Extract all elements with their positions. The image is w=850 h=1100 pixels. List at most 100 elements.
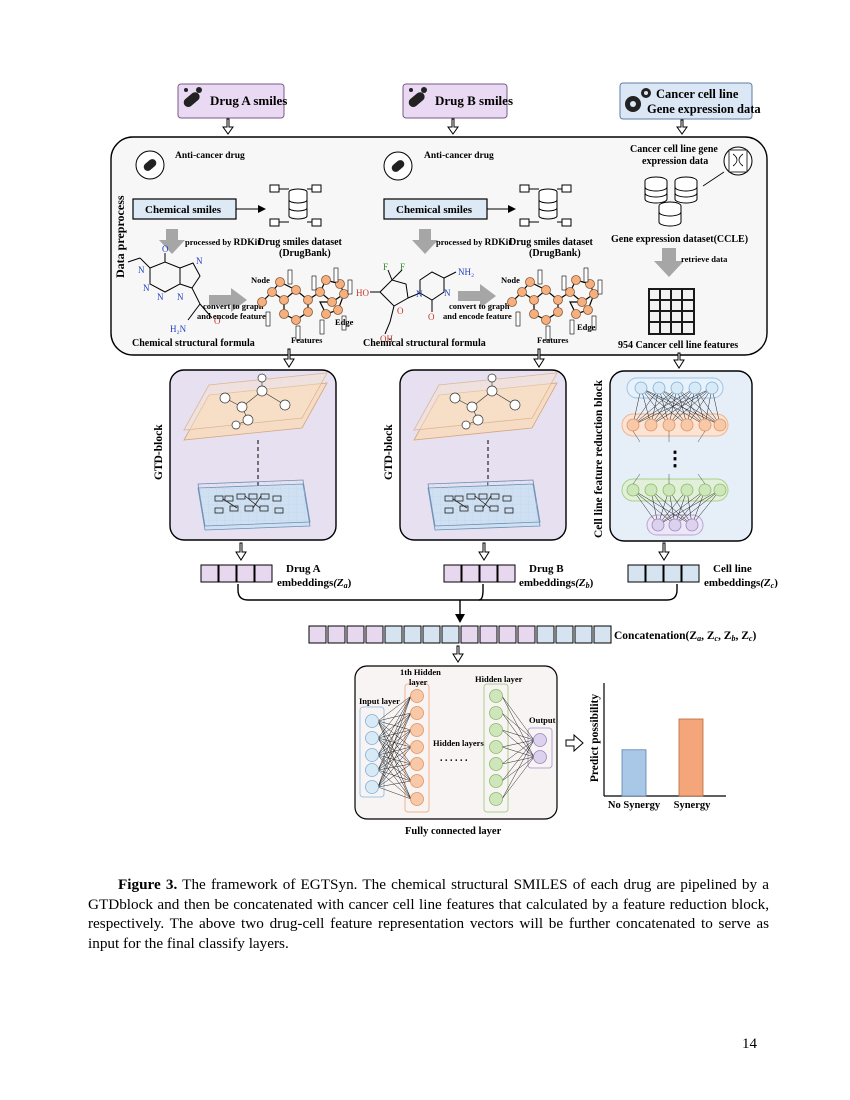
cell-reduction-label: Cell line feature reduction block (593, 379, 605, 538)
cell-gene-label-2: expression data (642, 156, 708, 167)
atom-label: O (397, 306, 404, 316)
concatenation-label: Concatenation(Za, Zc, Zb, Zc) (614, 630, 756, 643)
database-icon (269, 184, 322, 227)
connection-line (501, 729, 535, 741)
connection-line (377, 695, 412, 722)
drug-a-input: Drug A smiles (177, 83, 287, 119)
cell-features-label: 954 Cancer cell line features (618, 340, 738, 351)
atom-label: O (214, 316, 221, 326)
atom-label: N (416, 289, 423, 299)
hidden-dots: . . . . . . (440, 753, 468, 764)
cell-gene-label-1: Cancer cell line gene (630, 144, 718, 155)
caption-label: Figure 3. (118, 876, 178, 894)
atom-label: N (196, 256, 203, 266)
connection-line (377, 729, 412, 788)
convert-label-2: and encode feature (197, 311, 266, 321)
connection-line (501, 739, 535, 800)
molecule-a (127, 253, 213, 321)
anti-cancer-drug-label: Anti-cancer drug (175, 151, 245, 161)
atom-label: O (162, 244, 169, 254)
connection-line (377, 712, 412, 756)
cell-line-preprocess: Cancer cell line gene expression data Ge… (611, 144, 753, 351)
framework-figure: Drug A smiles Drug B smiles Cancer cell … (110, 82, 778, 837)
atom-label: F (400, 262, 405, 272)
molecular-graph-a (257, 267, 353, 341)
drug-a-preprocess: Anti-cancer drug Chemical smiles Drug sm… (127, 150, 354, 349)
atom-label: F (383, 262, 388, 272)
processed-by-label: processed by RDKit (436, 237, 512, 248)
atom-label: O (428, 312, 435, 322)
connection-line (501, 756, 535, 782)
drug-b-input: Drug B smiles (402, 83, 513, 119)
down-arrow-icon (235, 542, 670, 561)
right-arrow-icon (565, 733, 584, 753)
drug-dataset-label-1: Drug smiles dataset (258, 237, 343, 248)
connection-line (377, 695, 412, 756)
cell-line-input: Cancer cell line Gene expression data (619, 82, 761, 120)
drug-a-embedding: Drug A embeddings(Za) (200, 563, 352, 590)
caption-text: The framework of EGTSyn. The chemical st… (88, 876, 769, 952)
connection-line (377, 754, 412, 765)
atom-label: OH (380, 334, 393, 344)
connection-line (501, 695, 535, 741)
drug-b-preprocess: Anti-cancer drug Chemical smiles Drug sm… (356, 151, 603, 349)
dna-icon (702, 146, 753, 187)
atom-label: HO (356, 288, 369, 298)
atom-label: N (138, 265, 145, 275)
edge-label: Edge (335, 317, 354, 327)
drug-a-embedding-sub: embeddings(Za) (277, 577, 352, 590)
connection-line (501, 756, 535, 800)
drug-b-embedding-title: Drug B (529, 563, 564, 575)
drug-a-embedding-title: Drug A (286, 563, 321, 575)
connection-line (377, 695, 412, 771)
database-stack-icon (644, 176, 698, 227)
drug-dataset-label-2: (DrugBank) (529, 248, 581, 259)
drug-icon (383, 151, 413, 181)
bar-synergy (678, 718, 704, 797)
drug-b-embedding-sub: embeddings(Zb) (519, 577, 594, 590)
convert-label-1: convert to graph (449, 301, 510, 311)
virus-icon (625, 88, 651, 112)
connection-line (377, 763, 412, 788)
drug-dataset-label-2: (DrugBank) (279, 248, 331, 259)
fully-connected-title: Fully connected layer (405, 826, 502, 837)
connection-line (377, 746, 412, 756)
category-label-synergy: Synergy (674, 800, 712, 811)
merge-connector (237, 584, 678, 616)
connection-line (377, 780, 412, 788)
atom-label: H₂N (170, 324, 187, 334)
molecular-graph-b (507, 267, 603, 341)
atom-label: NH₂ (458, 267, 474, 277)
node-label: Node (251, 275, 270, 285)
atom-label: N (157, 292, 164, 302)
edge-label: Edge (577, 322, 596, 332)
structural-formula-label: Chemical structural formula (363, 338, 486, 349)
gtd-block-label: GTD-block (383, 424, 395, 480)
node-label: Node (501, 275, 520, 285)
connection-line (501, 712, 535, 741)
processed-by-label: processed by RDKit (185, 237, 261, 248)
pill-icon (183, 87, 202, 108)
hidden-layer-label: Hidden layer (475, 674, 523, 684)
output-label: Output (529, 715, 556, 725)
hidden1-label-2: layer (409, 677, 428, 687)
data-preprocess-panel: Data preprocess Anti-cancer drug Chemica… (110, 136, 768, 356)
down-arrow-icon (283, 348, 685, 369)
page-number: 14 (742, 1036, 757, 1052)
connection-line (377, 746, 412, 788)
pill-icon (408, 87, 427, 108)
connection-line (377, 786, 412, 800)
prediction-chart: Predict possibility No Synergy Synergy (589, 683, 726, 811)
molecule-b (370, 269, 457, 335)
connection-line (501, 739, 535, 782)
figure-caption: Figure 3. The framework of EGTSyn. The c… (88, 875, 769, 953)
structural-formula-label: Chemical structural formula (132, 338, 255, 349)
connection-line (377, 712, 412, 788)
data-preprocess-label: Data preprocess (113, 195, 127, 278)
features-label: Features (537, 335, 569, 345)
atom-label: N (444, 288, 451, 298)
cell-line-label-1: Cancer cell line (656, 87, 739, 101)
chemical-smiles-label: Chemical smiles (396, 204, 473, 216)
gene-dataset-label: Gene expression dataset(CCLE) (611, 234, 748, 245)
input-layer-label: Input layer (359, 696, 400, 706)
